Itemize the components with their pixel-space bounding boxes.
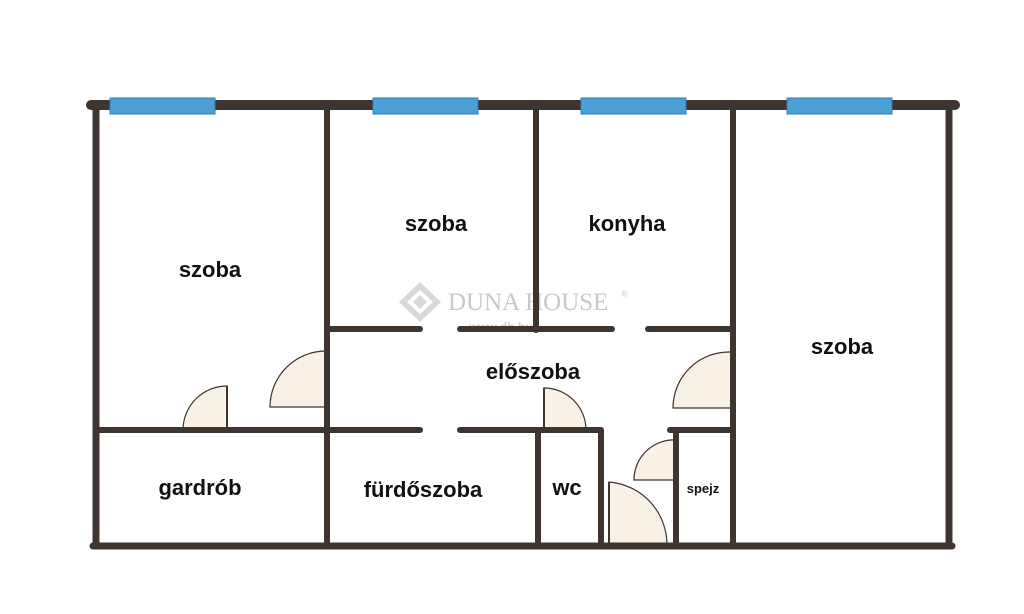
room-label-gardrob: gardrób — [158, 475, 241, 500]
room-label-szoba-left: szoba — [179, 257, 242, 282]
walls — [86, 100, 960, 550]
room-label-eloszoba: előszoba — [486, 359, 581, 384]
watermark-trademark: ® — [621, 289, 628, 299]
diamond-logo-icon — [399, 282, 441, 322]
window — [786, 97, 893, 115]
window — [372, 97, 479, 115]
room-label-szoba-middle: szoba — [405, 211, 468, 236]
room-label-furdoszoba: fürdőszoba — [364, 477, 483, 502]
room-label-konyha: konyha — [588, 211, 666, 236]
door-swing — [182, 385, 228, 431]
room-label-spejz: spejz — [687, 481, 720, 496]
doors — [182, 350, 732, 546]
windows — [109, 97, 893, 115]
room-label-szoba-right: szoba — [811, 334, 874, 359]
window — [109, 97, 216, 115]
door-swing — [269, 350, 327, 408]
window — [580, 97, 687, 115]
watermark-brand: DUNA HOUSE — [448, 289, 608, 316]
door-swing — [543, 387, 587, 431]
door-swing — [672, 351, 732, 409]
door-swing — [608, 481, 668, 546]
door-swing — [633, 439, 678, 481]
room-label-wc: wc — [551, 475, 581, 500]
